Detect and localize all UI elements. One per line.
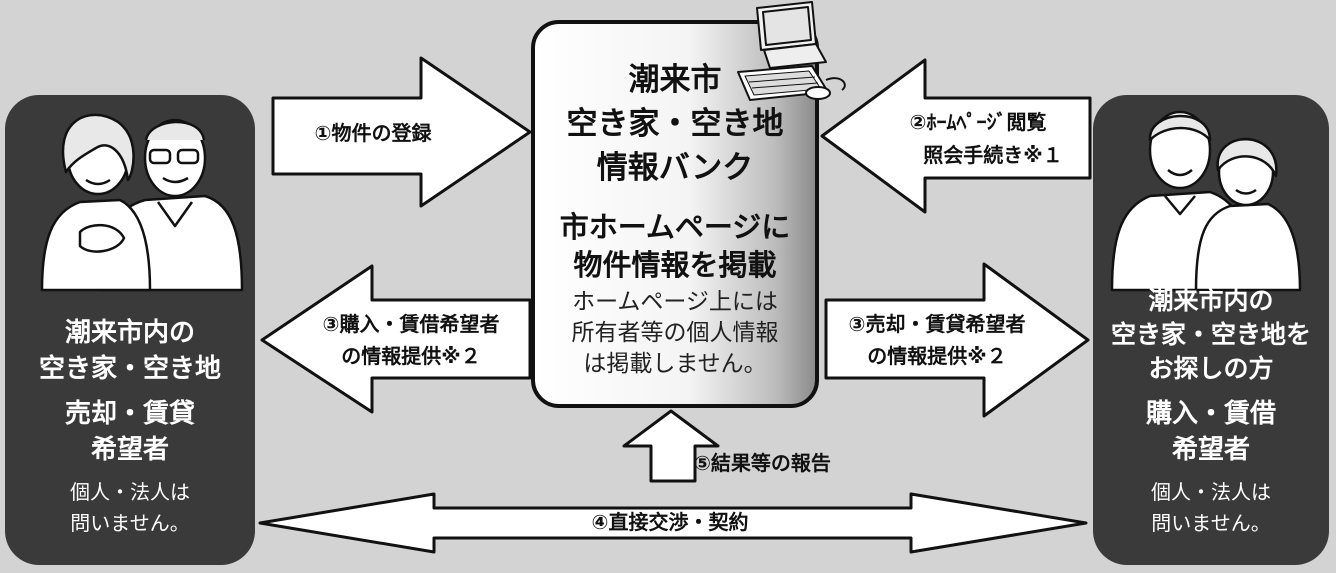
right-couple-illustration [1110, 110, 1302, 292]
bank-title-line-1: 潮来市 [628, 62, 722, 98]
arrow-5-label: ⑤結果等の報告 [694, 451, 831, 475]
arrow-3-right-label-line-1: ③売却・賃貸希望者 [848, 312, 1026, 336]
bank-note-line-3: は掲載しません。 [583, 351, 767, 377]
right-heading-line-1: 潮来市内の [1148, 286, 1274, 315]
bank-title-line-2: 空き家・空き地 [566, 106, 784, 142]
right-note-line-2: 問いません。 [1151, 511, 1271, 535]
right-heading-line-3: お探しの方 [1148, 354, 1274, 383]
left-heading-line-1: 潮来市内の [64, 318, 195, 348]
arrow-2-label-line-2: 照会手続き※１ [923, 143, 1063, 167]
arrow-4-label: ④直接交渉・契約 [591, 510, 749, 534]
arrow-3-left-label-line-2: の情報提供※２ [341, 344, 481, 368]
bank-note-line-1: ホームページ上には [572, 289, 778, 315]
left-role-line-2: 希望者 [90, 435, 169, 465]
left-note-line-2: 問いません。 [70, 511, 190, 535]
arrow-4-shape [258, 492, 1088, 554]
left-note-line-1: 個人・法人は [70, 480, 190, 504]
computer-icon [737, 1, 846, 101]
arrow-1-shape [271, 56, 532, 208]
bank-note-line-2: 所有者等の個人情報 [571, 320, 779, 346]
bank-subtitle-line-2: 物件情報を掲載 [573, 248, 777, 282]
bank-title-line-3: 情報バンク [596, 150, 754, 186]
right-note-line-1: 個人・法人は [1151, 480, 1271, 504]
arrow-3-left-shape [260, 264, 532, 414]
bank-subtitle-line-1: 市ホームページに [559, 210, 791, 244]
info-bank-box [531, 20, 819, 408]
arrow-3-right-shape [824, 262, 1090, 418]
arrow-2-shape [820, 58, 1092, 214]
arrow-1-label: ①物件の登録 [314, 121, 432, 145]
left-heading-line-2: 空き家・空き地 [38, 354, 221, 384]
right-role-line-1: 購入・賃借 [1145, 399, 1276, 429]
left-role-line-1: 売却・賃貸 [64, 399, 195, 429]
right-heading-line-2: 空き家・空き地を [1110, 320, 1311, 349]
arrow-5-shape [622, 409, 720, 483]
arrow-3-right-label-line-2: の情報提供※２ [867, 344, 1007, 368]
arrow-3-left-label-line-1: ③購入・賃借希望者 [322, 312, 500, 336]
arrow-2-label-line-1: ②ﾎｰﾑﾍﾟｰｼﾞ閲覧 [909, 110, 1047, 134]
left-couple-illustration [40, 113, 244, 292]
right-role-line-2: 希望者 [1171, 435, 1250, 465]
